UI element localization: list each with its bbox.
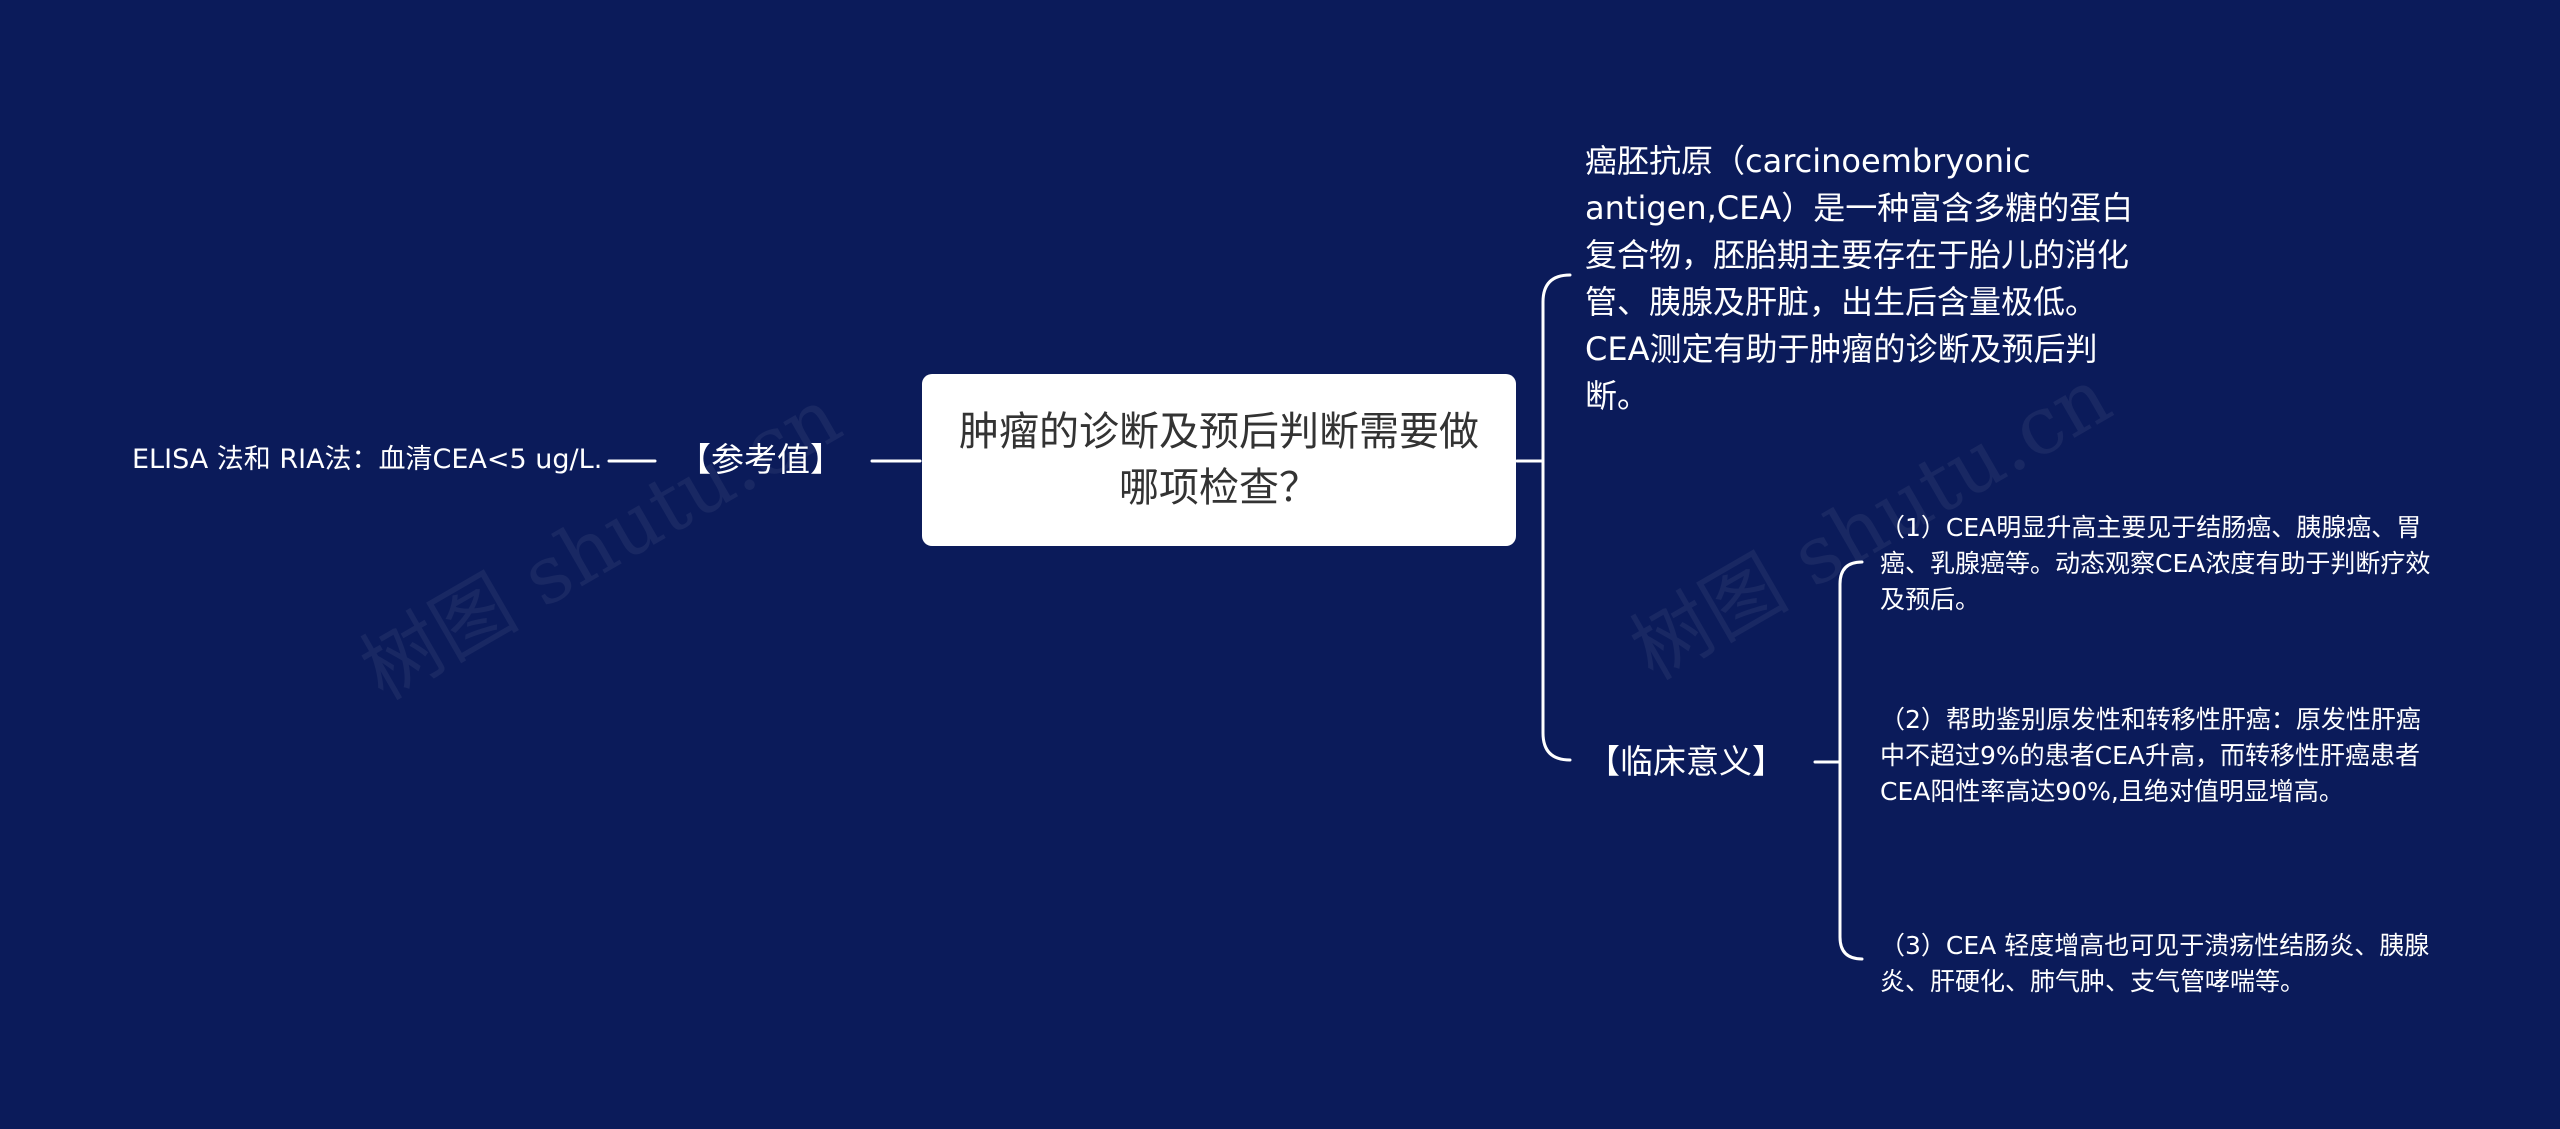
clinical-item-2: （2）帮助鉴别原发性和转移性肝癌：原发性肝癌中不超过9%的患者CEA升高，而转移… bbox=[1880, 705, 2421, 806]
reference-value-label: 【参考值】 bbox=[678, 440, 843, 479]
definition-node: 癌胚抗原（carcinoembryonic antigen,CEA）是一种富含多… bbox=[1585, 142, 2134, 415]
bracket-right-main bbox=[1541, 273, 1572, 762]
reference-value-leaf: ELISA 法和 RIA法：血清CEA<5 ug/L. bbox=[132, 444, 603, 475]
clinical-item-3: （3）CEA 轻度增高也可见于溃疡性结肠炎、胰腺炎、肝硬化、肺气肿、支气管哮喘等… bbox=[1880, 931, 2430, 996]
clinical-item-1: （1）CEA明显升高主要见于结肠癌、胰腺癌、胃癌、乳腺癌等。动态观察CEA浓度有… bbox=[1880, 513, 2431, 614]
root-node[interactable]: 肿瘤的诊断及预后判断需要做哪项检查？ bbox=[922, 374, 1516, 546]
bracket-clinic bbox=[1838, 560, 1864, 961]
root-title: 肿瘤的诊断及预后判断需要做哪项检查？ bbox=[959, 409, 1479, 511]
clinical-significance-label: 【临床意义】 bbox=[1587, 742, 1785, 781]
